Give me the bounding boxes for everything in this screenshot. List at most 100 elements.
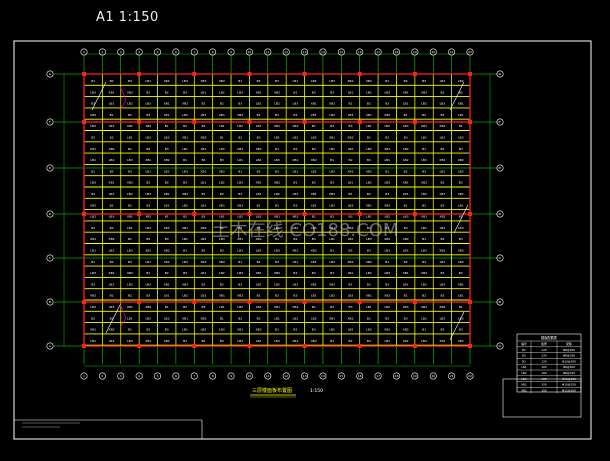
- slab-mark: B2: [128, 203, 132, 207]
- slab-mark: B3: [165, 328, 169, 332]
- slab-mark: LB2: [366, 90, 372, 94]
- column: [247, 300, 252, 304]
- slab-mark: XB2: [274, 271, 280, 275]
- column: [137, 344, 142, 348]
- slab-mark: B2: [201, 249, 205, 253]
- slab-mark: LB3: [348, 294, 354, 298]
- slab-mark: XB2: [164, 339, 170, 343]
- axis-bubble-label: 21: [450, 50, 454, 54]
- slab-mark: LB1: [384, 158, 390, 162]
- slab-mark: LB2: [311, 260, 317, 264]
- slab-mark: LB1: [90, 339, 96, 343]
- axis-bubble: [496, 210, 504, 218]
- legend-cell: Φ8@200: [563, 348, 575, 352]
- column: [412, 72, 417, 76]
- slab-mark: XB1: [90, 237, 96, 241]
- legend-header-cell: 配筋: [566, 342, 572, 346]
- slab-mark: B1: [367, 316, 371, 320]
- slab-mark: B2: [367, 102, 371, 106]
- slab-mark: LB2: [127, 192, 133, 196]
- axis-bubble-label: 22: [468, 374, 472, 378]
- slab-mark: LB1: [201, 271, 207, 275]
- axis-bubble-label: 17: [376, 50, 380, 54]
- slab-mark: XB1: [403, 271, 409, 275]
- axis-bubble-label: 14: [321, 50, 325, 54]
- slab-mark: LB1: [237, 339, 243, 343]
- axis-bubble-label: A: [49, 344, 52, 348]
- slab-mark: B1: [293, 271, 297, 275]
- slab-mark: XB1: [145, 158, 151, 162]
- legend-cell: 150: [541, 383, 547, 387]
- slab-mark: LB1: [311, 203, 317, 207]
- slab-mark: B1: [220, 136, 224, 140]
- slab-mark: B3: [201, 215, 205, 219]
- slab-mark: B1: [238, 260, 242, 264]
- slab-mark: B2: [110, 79, 114, 83]
- slab-mark: XB1: [200, 260, 206, 264]
- slab-mark: B3: [220, 158, 224, 162]
- slab-mark: B2: [293, 328, 297, 332]
- slab-mark: LB2: [403, 339, 409, 343]
- slab-mark: B3: [165, 237, 169, 241]
- slab-mark: LB2: [440, 316, 446, 320]
- slab-mark: B2: [330, 124, 334, 128]
- slab-mark: XB1: [109, 271, 115, 275]
- slab-mark: B1: [367, 136, 371, 140]
- axis-bubble-label: 16: [358, 50, 362, 54]
- column: [137, 212, 142, 216]
- slab-mark: LB3: [421, 339, 427, 343]
- axis-bubble: [392, 372, 400, 380]
- slab-mark: XB1: [439, 249, 445, 253]
- slab-mark: XB2: [421, 271, 427, 275]
- slab-mark: XB1: [366, 113, 372, 117]
- axis-bubble-label: 6: [175, 50, 177, 54]
- slab-mark: XB1: [182, 316, 188, 320]
- slab-mark: LB1: [421, 226, 427, 230]
- slab-mark: B2: [165, 90, 169, 94]
- slab-mark: B2: [349, 158, 353, 162]
- axis-bubble-label: 6: [175, 374, 177, 378]
- slab-mark: XB1: [256, 181, 262, 185]
- slab-mark: B3: [440, 113, 444, 117]
- slab-mark: LB2: [348, 237, 354, 241]
- slab-mark: LB1: [293, 169, 299, 173]
- axis-bubble-label: 5: [157, 374, 159, 378]
- slab-mark: LB2: [384, 215, 390, 219]
- slab-mark: B3: [404, 316, 408, 320]
- column: [412, 344, 417, 348]
- axis-bubble: [209, 372, 217, 380]
- slab-mark: LB3: [237, 271, 243, 275]
- slab-mark: LB1: [146, 169, 152, 173]
- axis-bubble: [496, 342, 504, 350]
- slab-mark: B3: [330, 181, 334, 185]
- slab-mark: LB1: [366, 305, 372, 309]
- legend-cell: Φ8@150: [563, 371, 575, 375]
- slab-mark: XB1: [348, 79, 354, 83]
- slab-mark: B3: [349, 215, 353, 219]
- slab-mark: B1: [459, 305, 463, 309]
- slab-mark: LB2: [182, 294, 188, 298]
- slab-mark: XB2: [145, 215, 151, 219]
- slab-mark: B3: [312, 237, 316, 241]
- slab-mark: B2: [293, 237, 297, 241]
- slab-mark: B1: [257, 203, 261, 207]
- slab-mark: LB3: [146, 282, 152, 286]
- slab-mark: B3: [257, 316, 261, 320]
- slab-mark: B1: [385, 79, 389, 83]
- slab-mark: B3: [91, 192, 95, 196]
- rebar-detail: [119, 85, 127, 111]
- axis-bubble-label: 13: [303, 50, 307, 54]
- slab-mark: XB1: [329, 316, 335, 320]
- slab-mark: B1: [128, 328, 132, 332]
- slab-mark: LB2: [403, 158, 409, 162]
- column: [357, 72, 362, 76]
- slab-mark: B2: [312, 90, 316, 94]
- slab-mark: XB1: [200, 169, 206, 173]
- slab-mark: XB2: [256, 328, 262, 332]
- slab-mark: LB2: [146, 316, 152, 320]
- slab-mark: XB2: [145, 305, 151, 309]
- slab-mark: B2: [257, 79, 261, 83]
- slab-mark: XB1: [458, 282, 464, 286]
- slab-mark: XB1: [164, 192, 170, 196]
